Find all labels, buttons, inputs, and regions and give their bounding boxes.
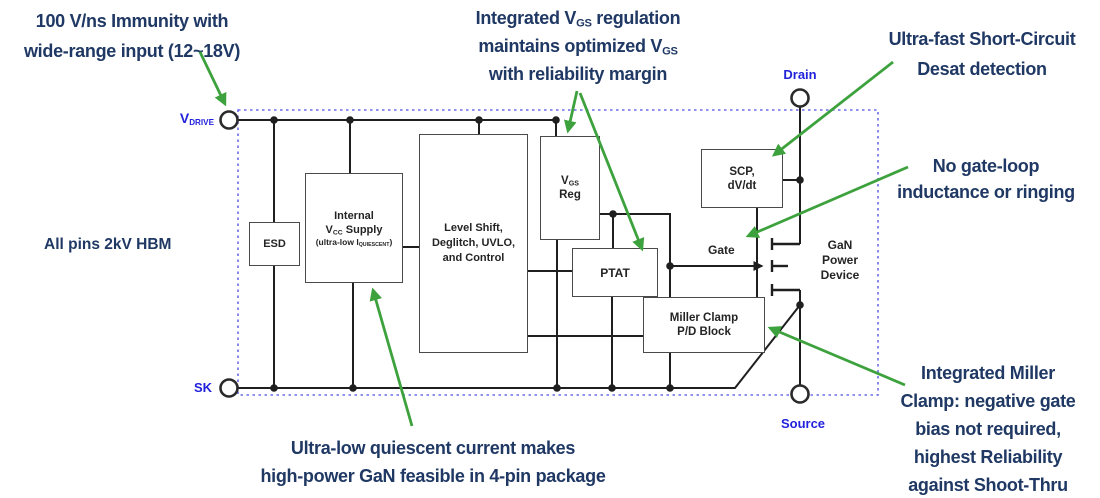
source-terminal — [790, 384, 810, 404]
level-shift-line2: Deglitch, UVLO, — [431, 237, 516, 249]
ic-boundary-dotted — [237, 109, 879, 396]
block-level-shift: Level Shift, Deglitch, UVLO, and Control — [419, 134, 528, 353]
miller-clamp-line1: Miller Clamp — [669, 312, 739, 324]
vcc-line1: Internal — [334, 209, 374, 222]
block-vcc-supply: Internal VCC Supply (ultra-low IQUIESCEN… — [305, 173, 403, 283]
annotation-desat: Ultra-fast Short-Circuit Desat detection — [888, 29, 1076, 79]
drain-terminal — [790, 88, 810, 108]
level-shift-line1: Level Shift, — [444, 222, 503, 234]
vcc-line2: VCC Supply — [325, 223, 383, 236]
block-scp: SCP, dV/dt — [701, 149, 783, 208]
pin-label-vdrive: VDRIVE — [179, 110, 214, 127]
block-ptat: PTAT — [572, 248, 658, 297]
pin-label-drain: Drain — [783, 67, 817, 82]
vgs-reg-line1: VGS — [561, 175, 579, 188]
annotation-vgs-regulation: Integrated VGS regulation maintains opti… — [475, 8, 681, 84]
esd-label: ESD — [263, 238, 286, 250]
block-esd: ESD — [249, 222, 300, 266]
level-shift-line3: and Control — [442, 252, 505, 264]
sk-terminal — [219, 378, 239, 398]
scp-line1: SCP, — [729, 165, 755, 178]
block-vgs-reg: VGS Reg — [540, 136, 600, 240]
annotation-miller-clamp: Integrated Miller Clamp: negative gate b… — [900, 363, 1076, 495]
label-gan-power-device: GaN Power Device — [820, 238, 860, 282]
annotation-hbm: All pins 2kV HBM — [44, 236, 172, 253]
vdrive-terminal — [219, 110, 239, 130]
annotation-immunity: 100 V/ns Immunity with wide-range input … — [23, 11, 241, 61]
pin-label-sk: SK — [194, 380, 213, 395]
annotation-quiescent: Ultra-low quiescent current makes high-p… — [260, 438, 606, 486]
pin-label-gate: Gate — [708, 243, 735, 257]
gan-transistor-symbol — [770, 238, 800, 296]
miller-clamp-line2: P/D Block — [677, 326, 731, 338]
block-miller-clamp: Miller Clamp P/D Block — [643, 297, 765, 353]
scp-line2: dV/dt — [727, 179, 757, 192]
annotation-gate-loop: No gate-loop inductance or ringing — [897, 156, 1075, 202]
vgs-reg-line2: Reg — [559, 189, 581, 201]
vcc-line3: (ultra-low IQUIESCENT) — [315, 236, 393, 248]
pin-label-source: Source — [780, 416, 826, 431]
ptat-label: PTAT — [600, 265, 630, 280]
